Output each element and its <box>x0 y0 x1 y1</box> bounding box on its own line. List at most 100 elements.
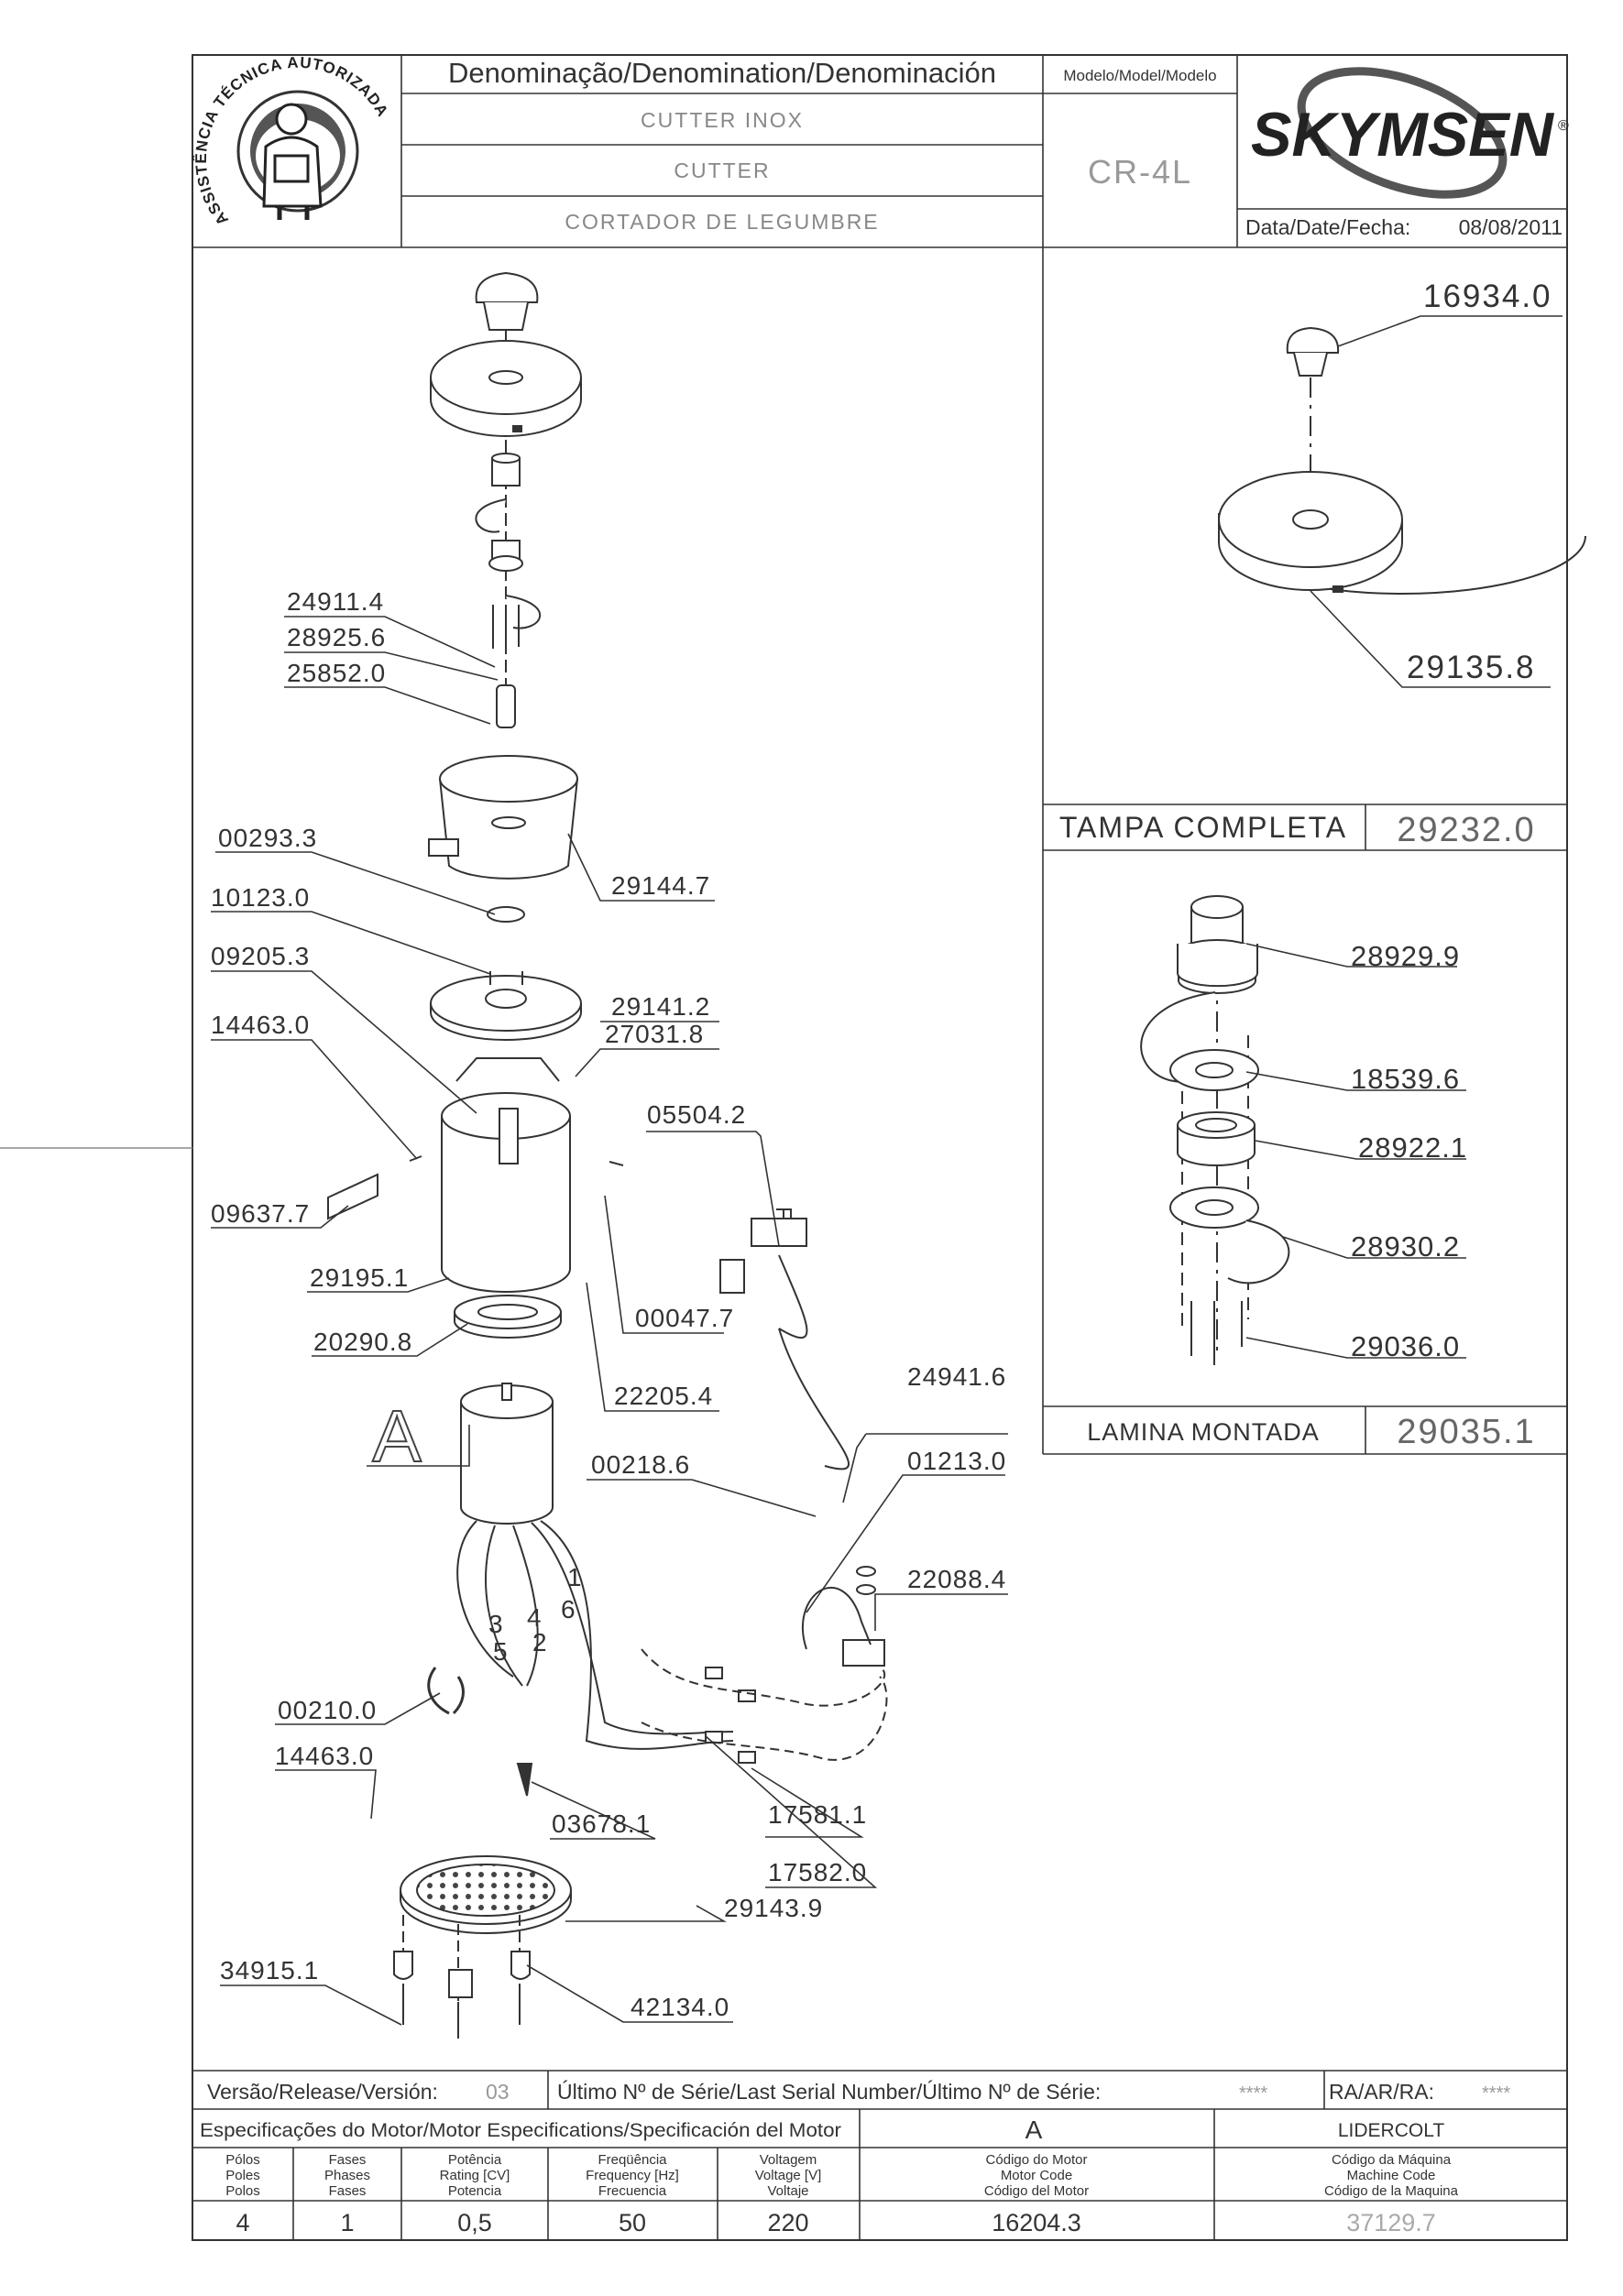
exploded-view <box>327 271 888 2039</box>
lid-part: 29135.8 <box>1407 650 1536 685</box>
lid-knob-part: 16934.0 <box>1423 279 1552 314</box>
col-poles-pt: Pólos <box>225 2152 260 2168</box>
blade-detail-drawing <box>1140 895 1290 1365</box>
name-en: CUTTER <box>674 159 770 182</box>
part-17581-1: 17581.1 <box>768 1800 867 1829</box>
motor-spec-letter: A <box>1025 2116 1043 2144</box>
wire-5: 5 <box>493 1637 508 1666</box>
ra-label: RA/AR/RA: <box>1329 2080 1434 2104</box>
part-29141-2: 29141.2 <box>611 992 710 1021</box>
blade-part-2: 18539.6 <box>1351 1063 1460 1095</box>
motor-letter: A <box>372 1395 422 1477</box>
lid-assembly-code: 29232.0 <box>1397 811 1535 849</box>
col-rating-es: Potencia <box>448 2183 502 2199</box>
blade-part-5: 29036.0 <box>1351 1330 1460 1362</box>
part-22088-4: 22088.4 <box>907 1565 1006 1593</box>
title-block <box>192 55 1567 248</box>
authorized-assistance-badge: ASSISTÊNCIA TÉCNICA AUTORIZADA <box>192 54 391 229</box>
col-motor-code-es: Código del Motor <box>984 2183 1089 2199</box>
part-01213-0: 01213.0 <box>907 1447 1006 1475</box>
col-machine-code-en: Machine Code <box>1347 2168 1436 2183</box>
col-machine-code-pt: Código da Máquina <box>1332 2152 1452 2168</box>
value-rating: 0,5 <box>457 2209 492 2236</box>
col-motor-code-pt: Código do Motor <box>986 2152 1088 2168</box>
part-29143-9: 29143.9 <box>724 1894 823 1922</box>
col-rating-en: Rating [CV] <box>440 2168 510 2183</box>
name-pt: CUTTER INOX <box>641 108 804 132</box>
skymsen-logo: SKYMSEN ® <box>1251 67 1569 199</box>
blade-leaders <box>1245 943 1466 1359</box>
motor-spec-label: Especificações do Motor/Motor Especifica… <box>200 2120 841 2141</box>
svg-text:®: ® <box>1558 118 1569 134</box>
main-part-labels: 24911.4 28925.6 25852.0 00293.3 29144.7 … <box>211 587 1006 2021</box>
value-poles: 4 <box>236 2209 249 2236</box>
value-frequency: 50 <box>619 2209 646 2236</box>
value-machine-code: 37129.7 <box>1346 2209 1436 2236</box>
col-poles-en: Poles <box>225 2168 260 2183</box>
part-09205-3: 09205.3 <box>211 942 310 970</box>
ra-value: **** <box>1482 2083 1510 2104</box>
detail-panels <box>1042 247 1567 1455</box>
motor-callout <box>367 1425 470 1467</box>
col-phases-es: Fases <box>329 2183 367 2199</box>
brand-name: SKYMSEN <box>1251 100 1555 169</box>
spec-values: 4 1 0,5 50 220 16204.3 37129.7 <box>236 2209 1435 2236</box>
wire-3: 3 <box>488 1610 503 1638</box>
col-machine-code-es: Código de la Maquina <box>1324 2183 1459 2199</box>
part-20290-8: 20290.8 <box>313 1328 412 1356</box>
wire-6: 6 <box>561 1595 576 1624</box>
wire-1: 1 <box>567 1563 582 1591</box>
value-phases: 1 <box>340 2209 354 2236</box>
part-03678-1: 03678.1 <box>552 1809 651 1838</box>
col-frequency-es: Frecuencia <box>598 2183 667 2199</box>
part-34915-1: 34915.1 <box>220 1956 319 1984</box>
part-29195-1: 29195.1 <box>310 1263 409 1292</box>
lid-detail-drawing <box>1218 326 1586 595</box>
part-09637-7: 09637.7 <box>211 1199 310 1228</box>
model-value: CR-4L <box>1088 153 1192 191</box>
part-29144-7: 29144.7 <box>611 871 710 900</box>
part-25852-0: 25852.0 <box>287 659 386 687</box>
lid-leaders <box>1310 315 1563 688</box>
col-motor-code-en: Motor Code <box>1001 2168 1072 2183</box>
footer-grid <box>192 2070 1567 2240</box>
part-17582-0: 17582.0 <box>768 1858 867 1886</box>
date-label: Data/Date/Fecha: <box>1245 215 1410 239</box>
serial-label: Último Nº de Série/Last Serial Number/Úl… <box>557 2080 1101 2104</box>
part-00047-7: 00047.7 <box>635 1304 734 1332</box>
value-motor-code: 16204.3 <box>992 2209 1081 2236</box>
value-voltage: 220 <box>767 2209 808 2236</box>
col-frequency-en: Frequency [Hz] <box>586 2168 679 2183</box>
denomination-label: Denominação/Denomination/Denominación <box>448 57 996 89</box>
wire-2: 2 <box>532 1628 547 1656</box>
part-14463-0-a: 14463.0 <box>211 1011 310 1039</box>
serial-value: **** <box>1239 2083 1267 2104</box>
part-00210-0: 00210.0 <box>278 1696 377 1724</box>
part-00293-3: 00293.3 <box>218 824 317 852</box>
name-es: CORTADOR DE LEGUMBRE <box>565 210 879 234</box>
part-10123-0: 10123.0 <box>211 883 310 912</box>
main-leaders <box>211 616 1008 2026</box>
col-voltage-en: Voltage [V] <box>755 2168 822 2183</box>
part-27031-8: 27031.8 <box>605 1020 704 1048</box>
col-phases-pt: Fases <box>329 2152 367 2168</box>
col-phases-en: Phases <box>324 2168 370 2183</box>
col-rating-pt: Potência <box>448 2152 502 2168</box>
col-frequency-pt: Freqüência <box>598 2152 667 2168</box>
part-14463-0-b: 14463.0 <box>275 1742 374 1770</box>
version-value: 03 <box>486 2080 510 2104</box>
part-42134-0: 42134.0 <box>631 1993 729 2021</box>
motor-manufacturer: LIDERCOLT <box>1338 2120 1444 2141</box>
sheet-frame <box>0 54 1568 2241</box>
date-value: 08/08/2011 <box>1459 215 1563 239</box>
col-voltage-es: Voltaje <box>767 2183 808 2199</box>
blade-assembly-title: LAMINA MONTADA <box>1087 1418 1320 1446</box>
version-label: Versão/Release/Versión: <box>207 2080 438 2104</box>
blade-assembly-code: 29035.1 <box>1397 1413 1535 1451</box>
col-voltage-pt: Voltagem <box>760 2152 817 2168</box>
part-00218-6: 00218.6 <box>591 1450 690 1479</box>
part-28925-6: 28925.6 <box>287 623 386 651</box>
spec-headers: Pólos Poles Polos Fases Phases Fases Pot… <box>225 2152 1458 2199</box>
model-label: Modelo/Model/Modelo <box>1063 67 1216 84</box>
